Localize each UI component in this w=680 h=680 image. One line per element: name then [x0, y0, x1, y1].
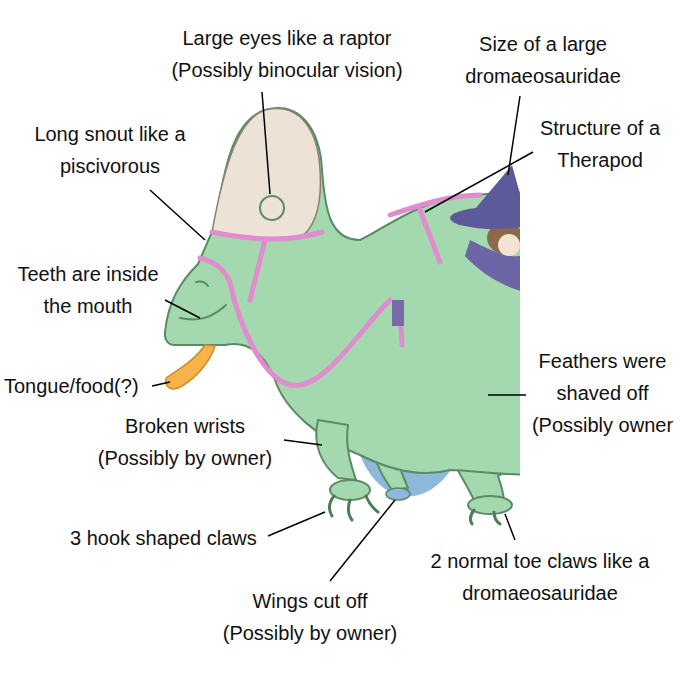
hook-claws — [329, 496, 378, 520]
eye — [260, 196, 284, 220]
annotation-label: Wings cut off (Possibly by owner) — [210, 585, 410, 649]
annotation-label: Feathers were shaved off (Possibly owner — [530, 345, 675, 441]
rider-face — [498, 234, 520, 256]
leader-line — [330, 500, 395, 581]
leader-line — [150, 190, 205, 240]
hand — [330, 480, 370, 500]
leader-line — [262, 92, 270, 194]
leader-line — [505, 514, 515, 540]
annotation-label: Long snout like a piscivorous — [15, 118, 205, 182]
annotation-label: Teeth are inside the mouth — [3, 258, 173, 322]
harness-straps — [200, 195, 480, 385]
annotation-label: 3 hook shaped claws — [70, 522, 280, 554]
leader-line — [165, 300, 200, 318]
tassel — [392, 300, 404, 326]
leader-line — [488, 394, 526, 396]
near-arm — [316, 420, 356, 480]
annotation-label: Broken wrists (Possibly by owner) — [85, 410, 285, 474]
leader-line — [152, 382, 170, 386]
head-mask — [212, 109, 320, 239]
leader-lines — [150, 92, 533, 581]
leader-line — [425, 152, 533, 212]
tongue — [166, 345, 215, 389]
annotation-label: 2 normal toe claws like a dromaeosaurida… — [420, 545, 660, 609]
annotation-label: Structure of a Therapod — [530, 112, 670, 176]
leader-line — [284, 440, 322, 445]
mouth-line — [180, 282, 226, 320]
annotation-label: Large eyes like a raptor (Possibly binoc… — [147, 22, 427, 86]
annotation-label: Size of a large dromaeosauridae — [453, 28, 633, 92]
wing-stump — [386, 488, 410, 500]
leader-line — [268, 512, 325, 536]
annotation-label: Tongue/food(?) — [4, 370, 154, 402]
